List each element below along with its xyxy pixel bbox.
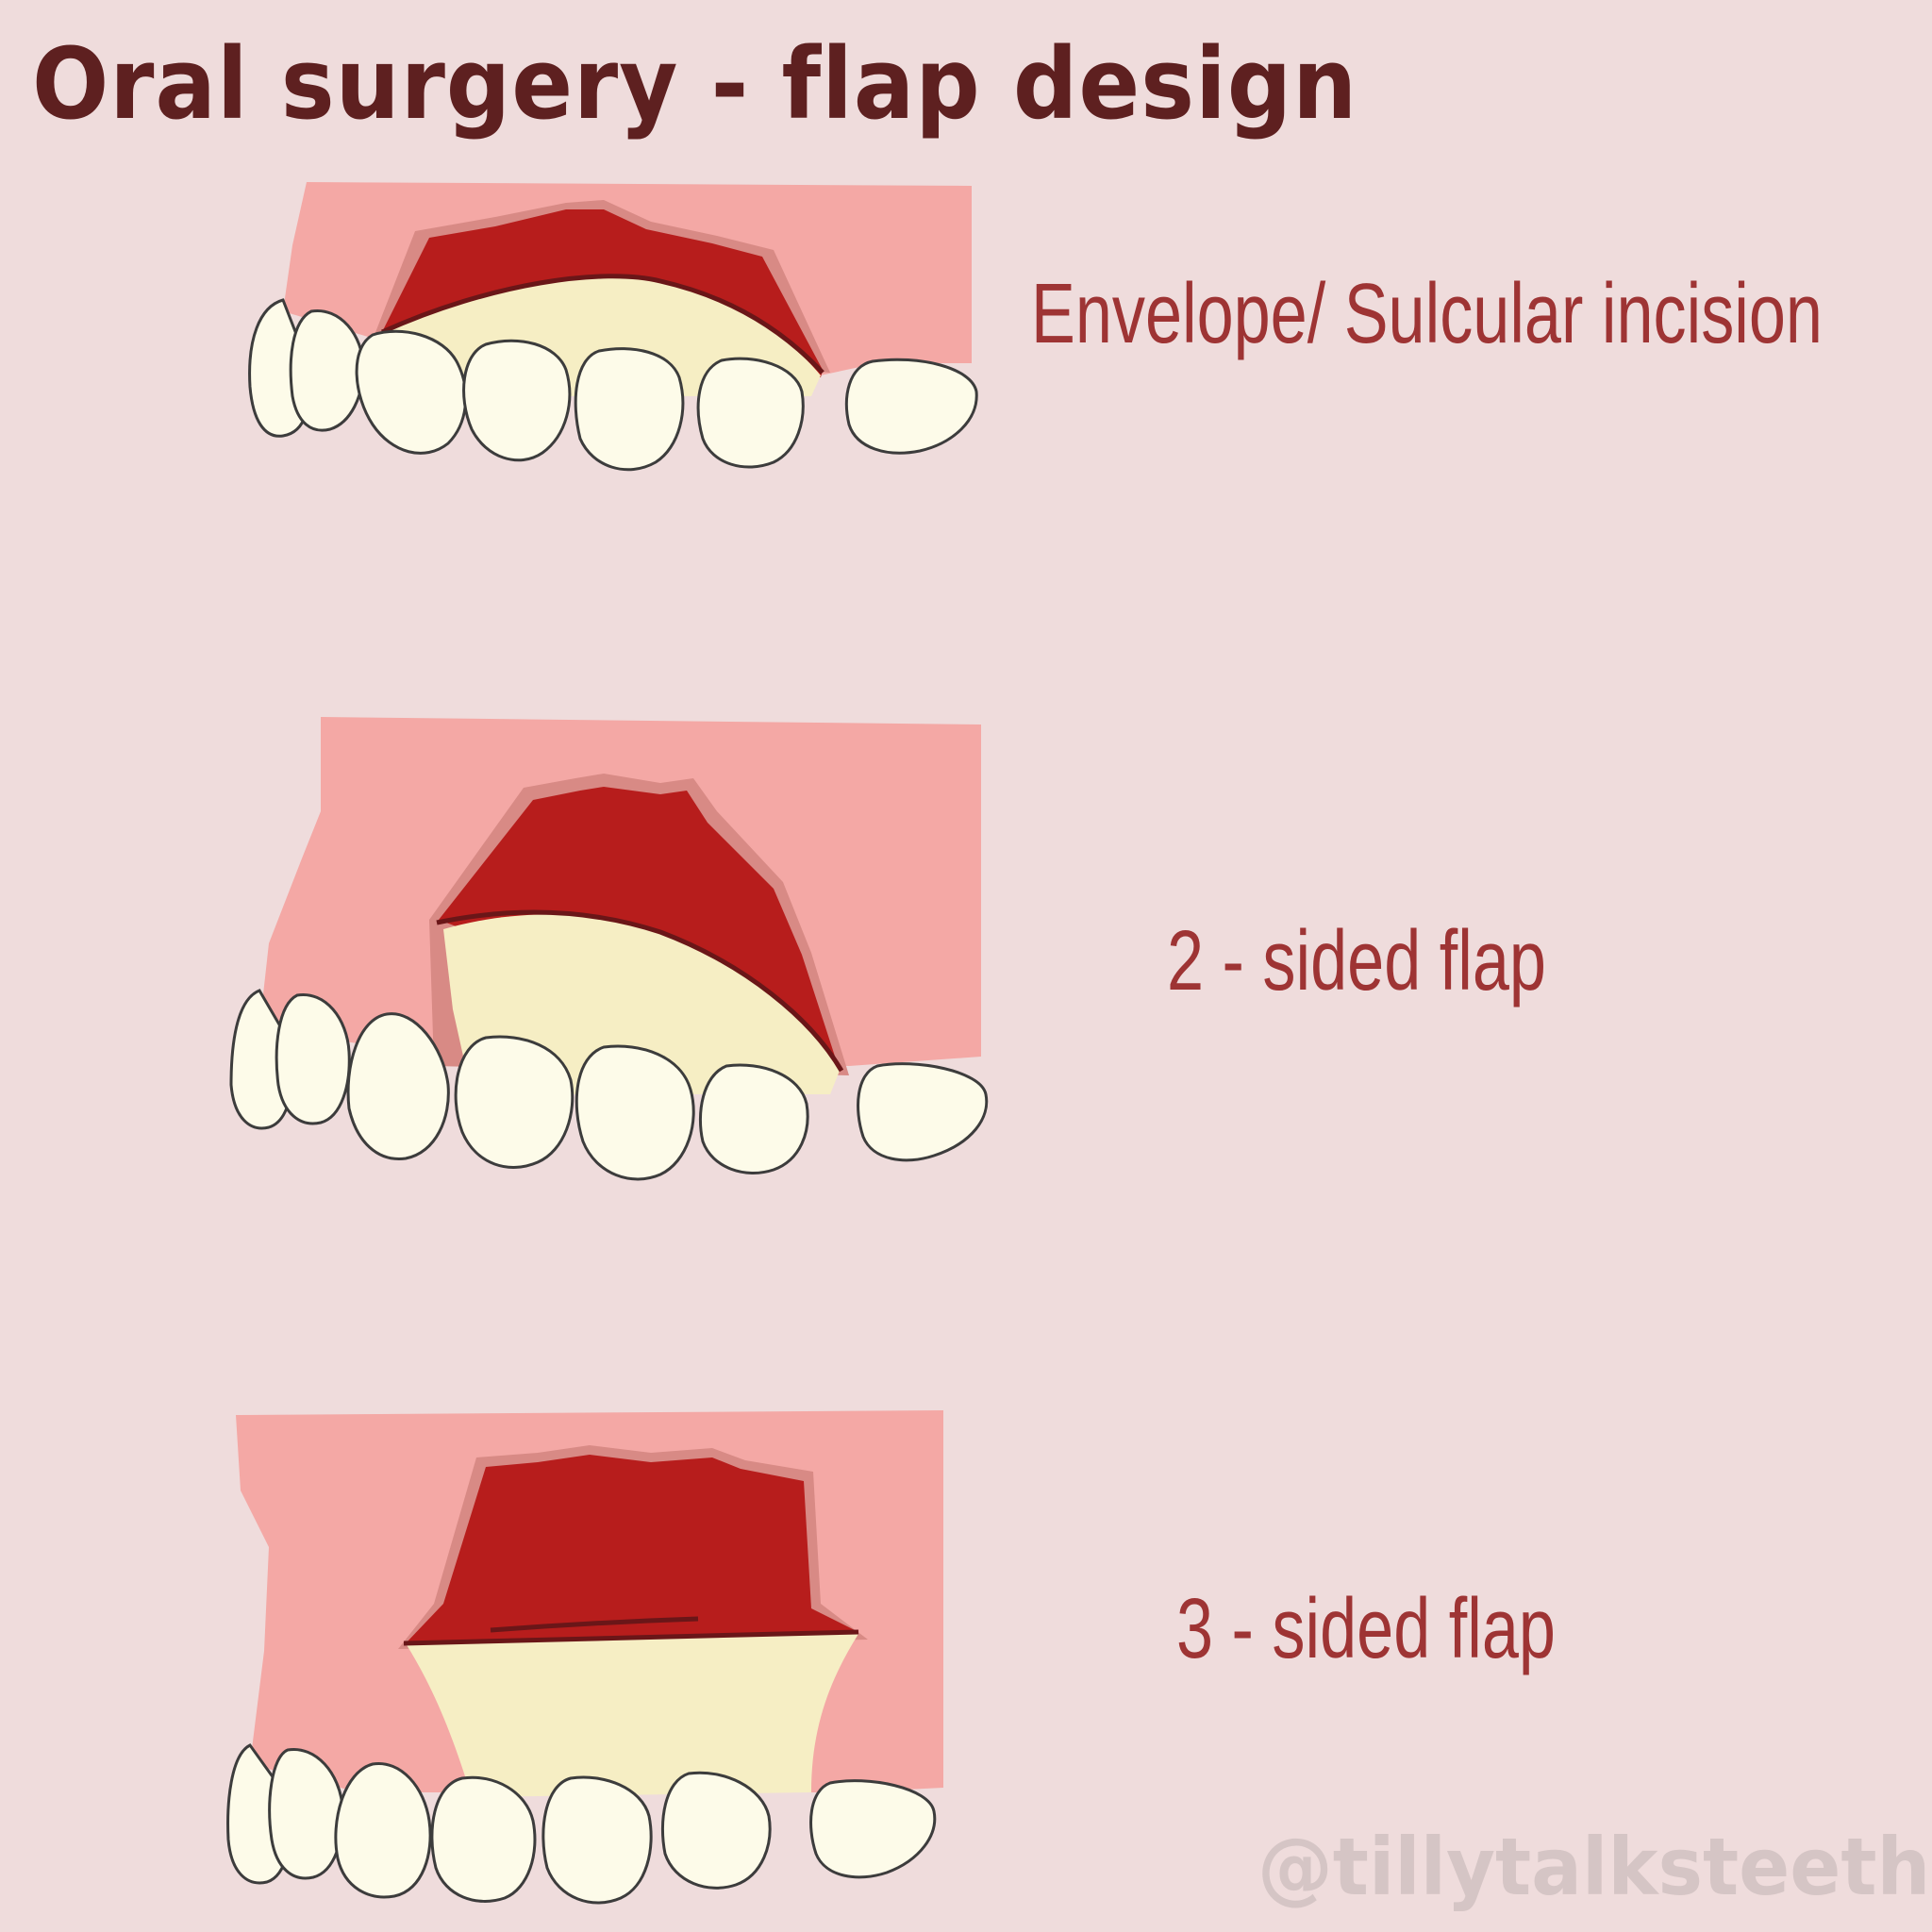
tooth — [334, 1761, 432, 1899]
tooth — [574, 347, 685, 472]
tooth — [430, 1775, 537, 1903]
tooth — [289, 308, 365, 432]
incision-line — [436, 909, 844, 1073]
tooth — [454, 1035, 575, 1169]
tooth — [346, 1012, 450, 1160]
reflected-flap — [406, 1455, 858, 1643]
teeth-row — [229, 989, 989, 1181]
tooth — [809, 1779, 937, 1879]
tooth — [857, 1062, 989, 1162]
tooth — [275, 992, 351, 1125]
two-sided-flap-label: 2 - sided flap — [1167, 914, 1546, 1008]
teeth-row — [248, 298, 978, 472]
tooth — [660, 1771, 772, 1890]
tooth — [699, 1063, 809, 1174]
three-sided-flap-illustration — [226, 1410, 943, 1905]
incision-line — [490, 1616, 699, 1633]
tooth — [845, 358, 978, 455]
tooth — [696, 357, 805, 469]
tooth — [541, 1775, 653, 1905]
exposed-bone — [406, 1634, 858, 1797]
incision-line — [380, 274, 824, 375]
envelope-flap-label: Envelope/ Sulcular incision — [1031, 267, 1823, 361]
incision-line — [403, 1629, 859, 1646]
teeth-row — [226, 1743, 937, 1905]
tooth — [575, 1044, 695, 1181]
page-title: Oral surgery - flap design — [32, 26, 1358, 142]
three-sided-flap-label: 3 - sided flap — [1176, 1582, 1556, 1676]
watermark: @tillytalksteeth — [1257, 1821, 1931, 1913]
tooth — [268, 1747, 344, 1880]
tooth — [355, 329, 468, 455]
envelope-flap-illustration — [248, 182, 978, 472]
two-sided-flap-illustration — [229, 717, 989, 1181]
tooth — [462, 339, 572, 462]
